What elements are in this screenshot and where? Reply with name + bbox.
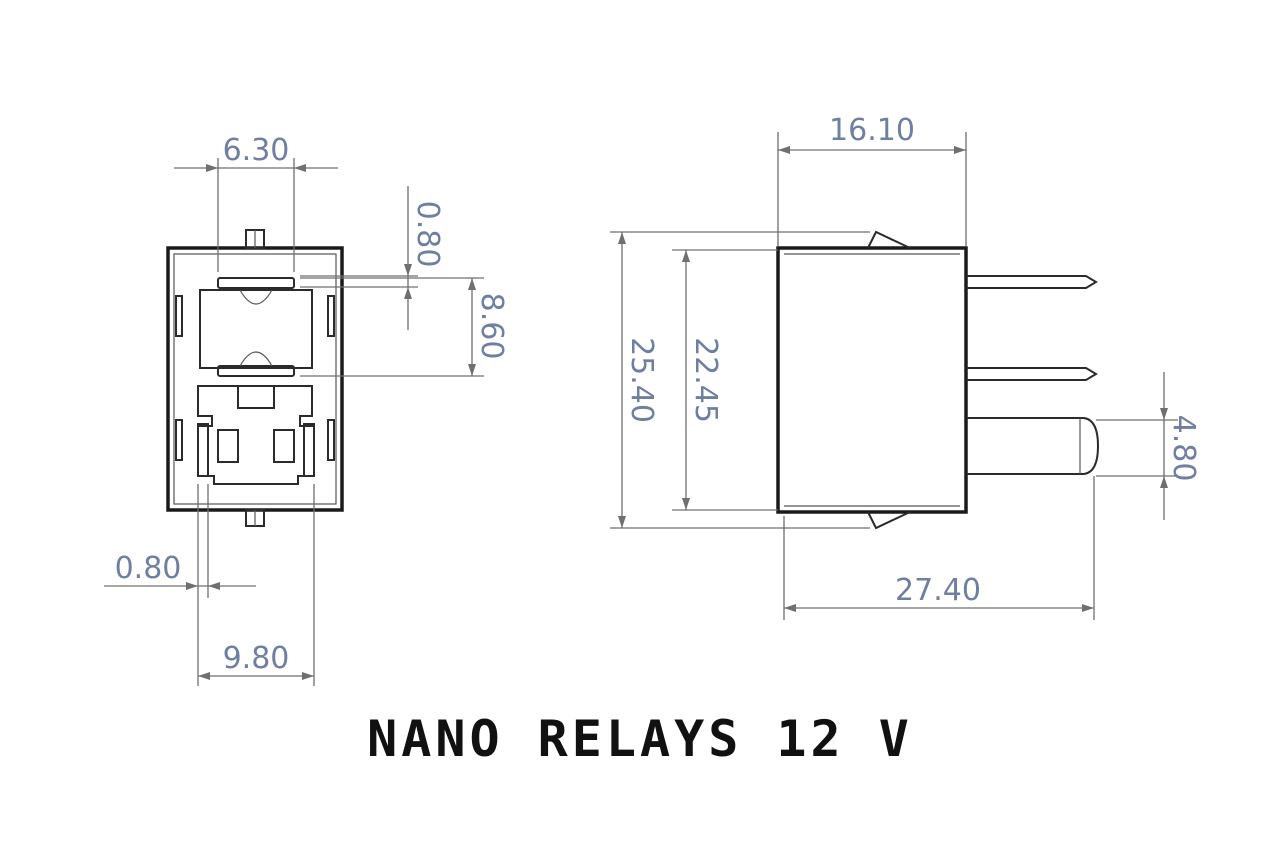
dim-front-width-bottom: 9.80 xyxy=(223,641,290,676)
side-view: 16.10 25.40 22.45 4.80 27.40 xyxy=(610,113,1201,620)
dim-front-height-slot: 8.60 xyxy=(474,293,509,360)
dim-side-pin-width: 4.80 xyxy=(1166,415,1201,482)
side-pin-middle xyxy=(966,367,1098,381)
front-middle-pin xyxy=(217,365,295,377)
side-pin-upper xyxy=(966,275,1098,289)
dim-side-overall-height: 25.40 xyxy=(624,337,659,423)
dim-side-body-height: 22.45 xyxy=(688,337,723,423)
side-top-latch xyxy=(867,230,911,249)
front-upper-pin xyxy=(217,277,295,289)
dim-front-gap-bottom: 0.80 xyxy=(115,551,182,586)
dim-side-overall-length: 27.40 xyxy=(895,573,981,608)
dim-side-body-depth: 16.10 xyxy=(829,113,915,148)
front-lower-pin xyxy=(237,385,275,409)
front-view: 6.30 0.80 8.60 0.80 9.80 xyxy=(104,133,509,686)
dim-front-gap-top: 0.80 xyxy=(410,201,445,268)
front-upper-slot xyxy=(199,289,313,369)
front-lower-contact xyxy=(197,385,315,485)
side-bottom-latch xyxy=(867,511,911,530)
side-pin-lower xyxy=(966,417,1100,475)
drawing-title: NANO RELAYS 12 V xyxy=(367,710,913,768)
front-body-inner xyxy=(173,253,337,505)
dim-front-width-top: 6.30 xyxy=(223,133,290,168)
side-body-outline xyxy=(776,246,968,514)
